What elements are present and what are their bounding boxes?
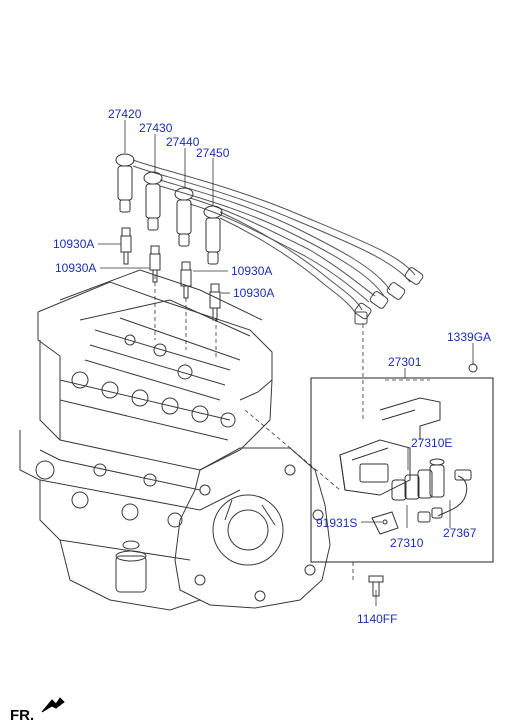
part-label-27310: 27310 <box>390 536 424 550</box>
engine-block <box>19 269 331 611</box>
front-direction-label: FR. <box>10 707 35 724</box>
part-label-10930a-1: 10930A <box>53 237 95 251</box>
part-label-27367: 27367 <box>443 526 477 540</box>
part-label-27420: 27420 <box>108 107 142 121</box>
leader-lines <box>98 120 474 606</box>
part-label-27310e: 27310E <box>411 436 453 450</box>
part-label-27430: 27430 <box>139 121 173 135</box>
part-label-91931s: 91931S <box>316 516 358 530</box>
part-label-27440: 27440 <box>166 135 200 149</box>
bolt-1140ff <box>368 575 384 597</box>
coil-assembly-box <box>310 377 494 563</box>
plug-boots <box>115 153 223 265</box>
front-arrow-icon <box>41 697 65 713</box>
part-label-27450: 27450 <box>196 146 230 160</box>
ignition-coil-assembly <box>339 363 478 535</box>
wire-end-caps <box>354 267 424 325</box>
part-label-10930a-3: 10930A <box>231 264 273 278</box>
part-label-1140ff: 1140FF <box>357 612 398 626</box>
part-label-10930a-2: 10930A <box>55 261 97 275</box>
part-label-10930a-4: 10930A <box>233 286 275 300</box>
part-label-1339ga: 1339GA <box>447 330 492 344</box>
part-label-27301: 27301 <box>388 355 422 369</box>
spark-plugs <box>120 227 221 321</box>
